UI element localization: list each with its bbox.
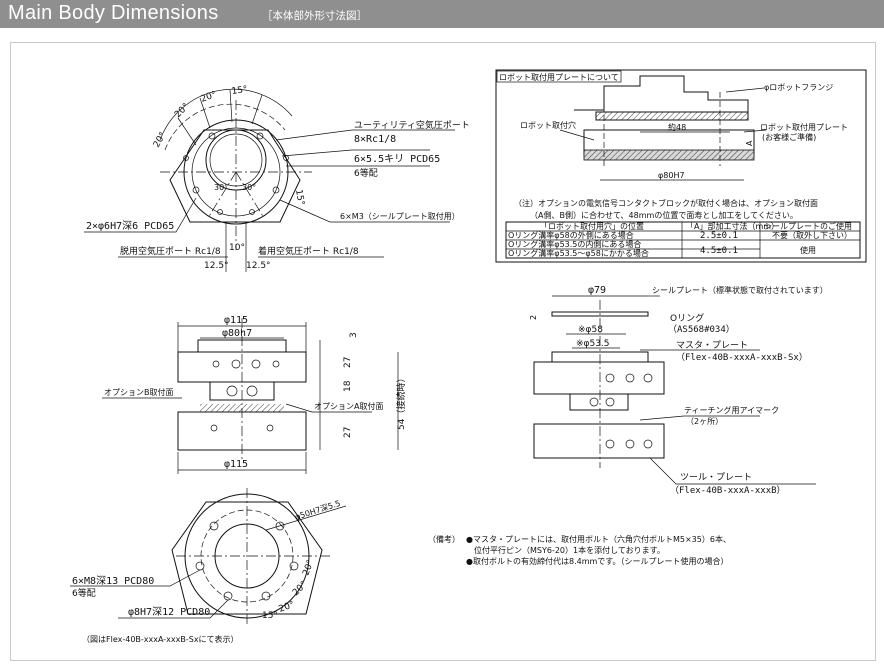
- table-header: 「ロボット取付用穴」の位置: [540, 221, 644, 231]
- angle-label: 30°: [214, 183, 228, 192]
- tool-plate-label: ツール・プレート: [680, 472, 752, 483]
- dim-phi50: φ50H7深5.5: [294, 499, 342, 522]
- side-view: φ79 シールプレート（標準状態で取付されています） 2 Oリング （AS568…: [529, 285, 828, 496]
- bottom-angle: 10°: [229, 243, 245, 253]
- robot-plate-box: ロボット取付用プレートについて φロボットフランジ ロボット取付穴 ロボット取付…: [495, 69, 867, 263]
- dowel-spec: 2×φ6H7深6 PCD65: [86, 220, 174, 232]
- dim-phi79: φ79: [588, 285, 606, 296]
- tap-spec: 6×M8深13 PCD80: [72, 575, 154, 587]
- teaching-mark-count: （2ヶ所）: [686, 416, 723, 426]
- remarks-line-2: 位付平行ピン（MSY6-20）1本を添付しております。: [474, 545, 665, 555]
- master-plate-model: （Flex-40B-xxxA-xxxB-Sx）: [676, 352, 808, 363]
- table-cell: 使用: [800, 245, 816, 255]
- remarks-line-1: ●マスタ・プレートには、取付用ボルト（六角穴付ボルトM5×35）6本、: [466, 534, 731, 544]
- remarks: （備考） ●マスタ・プレートには、取付用ボルト（六角穴付ボルトM5×35）6本、…: [428, 534, 731, 566]
- robot-plate-box-title: ロボット取付用プレートについて: [499, 72, 619, 82]
- dim-phi115-bottom: φ115: [224, 459, 248, 470]
- counterbore-note: 6等配: [354, 167, 378, 179]
- note-line-2: （A側、B側）に合わせて、48mmの位置で面寿とし加工をしてください。: [530, 210, 798, 220]
- table-cell: Oリング溝率φ58の外側にある場合: [508, 230, 634, 240]
- dim-phi80: φ80H7: [658, 171, 685, 180]
- angle-label: 15°: [231, 85, 248, 97]
- table-cell: 2.5±0.1: [700, 231, 738, 241]
- dim-48: 約48: [668, 122, 686, 132]
- section-subtitle: ［本体部外形寸法図］: [262, 10, 367, 22]
- table-header: シールプレートのご使用: [764, 221, 852, 231]
- dim-27b: 27: [343, 427, 353, 438]
- dim-phi80h7: φ80h7: [222, 328, 252, 339]
- remarks-line-3: ●取付ボルトの有効締付代は8.4mmです。（シールプレート使用の場合）: [466, 556, 729, 566]
- bottom-angle: 20°: [301, 559, 316, 577]
- dim-54: 54（接続時）: [395, 374, 407, 430]
- drawing-frame: [10, 42, 876, 661]
- label-option-a: オプションA取付面: [314, 401, 383, 411]
- bottom-angle: 15°: [262, 611, 278, 621]
- label-option-b: オプションB取付面: [104, 387, 174, 397]
- dim-phi58: ※φ58: [578, 325, 603, 335]
- tool-plate-model: （Flex-40B-xxxA-xxxB）: [670, 485, 786, 496]
- label-robot-plate-note: (お客様ご準備): [762, 132, 816, 142]
- table-cell: Oリング溝率φ53.5の内側にある場合: [508, 239, 641, 249]
- utility-port-spec: 8×Rc1/8: [354, 134, 396, 145]
- angle-label: 20°: [173, 102, 191, 120]
- table-cell: 不要（取外し下さい）: [772, 230, 852, 240]
- dowel-spec-bottom: φ8H7深12 PCD80: [128, 606, 210, 618]
- dim-phi115-top: φ115: [224, 315, 248, 326]
- dim-2: 2: [529, 315, 538, 320]
- counterbore-spec: 6×5.5キリ PCD65: [354, 154, 440, 165]
- tap-note: 6等配: [72, 587, 96, 599]
- angle-label: 15°: [293, 189, 306, 206]
- bottom-view-caption: （図はFlex-40B-xxxA-xxxB-Sxにて表示）: [82, 634, 239, 644]
- table-cell: 4.5±0.1: [700, 246, 738, 256]
- dim-18: 18: [343, 380, 353, 392]
- dim-27a: 27: [343, 357, 353, 368]
- oring-label: Oリング: [670, 312, 704, 324]
- angle-label: 20°: [200, 90, 218, 105]
- label-robot-hole: ロボット取付穴: [520, 120, 576, 130]
- bottom-view: φ50H7深5.5 6×M8深13 PCD80 6等配 φ8H7深12 PCD8…: [70, 488, 347, 644]
- section-title: Main Body Dimensions: [8, 2, 219, 24]
- remarks-label: （備考）: [428, 534, 460, 544]
- top-view: 20° 20° 20° 15° 15° 30° 30° ユーティリティ空気圧ポー…: [84, 85, 470, 272]
- attach-port-label: 着用空気圧ポート Rc1/8: [258, 245, 359, 257]
- label-robot-plate: ロボット取付用プレート: [760, 122, 848, 132]
- teaching-mark-label: ティーチング用アイマーク: [684, 405, 779, 415]
- seal-plate-label: シールプレート（標準状態で取付されています）: [652, 285, 828, 295]
- master-plate-label: マスタ・プレート: [676, 340, 748, 351]
- table-header: 「A」部加工寸法（mm）: [686, 221, 779, 231]
- seal-plate-screw-label: 6×M3（シールプレート取付用）: [340, 211, 460, 221]
- oring-spec: （AS568#034）: [668, 324, 735, 335]
- section-header: Main Body Dimensions ［本体部外形寸法図］: [0, 0, 884, 28]
- utility-port-label: ユーティリティ空気圧ポート: [354, 119, 470, 131]
- dim-3: 3: [349, 332, 359, 338]
- table-cell: Oリング溝率φ53.5～φ58にかかる場合: [508, 248, 649, 258]
- bottom-angle: 20°: [291, 580, 309, 598]
- note-line-1: （注）オプションの電気信号コンタクトブロックが取付く場合は、オプション取付面: [514, 198, 818, 208]
- front-view: φ115 φ80h7 3 27 18 27 54（接続時） φ115 オプション…: [102, 315, 407, 474]
- label-robot-flange: φロボットフランジ: [764, 83, 833, 92]
- dim-phi53: ※φ53.5: [576, 339, 610, 349]
- dim-A: A: [745, 140, 754, 146]
- bottom-angle: 12.5°: [246, 261, 271, 271]
- angle-label: 30°: [242, 183, 256, 192]
- release-port-label: 脱用空気圧ポート Rc1/8: [120, 245, 221, 257]
- bottom-angle: 20°: [278, 600, 296, 615]
- bottom-angle: 12.5°: [204, 261, 229, 271]
